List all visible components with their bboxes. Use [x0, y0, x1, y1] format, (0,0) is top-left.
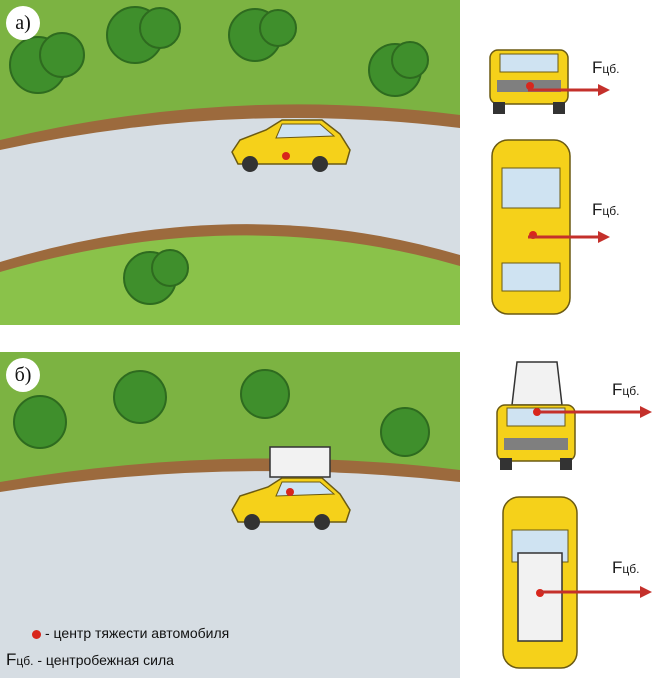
car	[231, 446, 351, 530]
center-of-gravity-dot	[282, 152, 290, 160]
centrifugal-force-arrow	[540, 586, 652, 598]
force-label: Fцб.	[612, 558, 640, 577]
panel-label: б)	[6, 358, 40, 392]
force-label: Fцб.	[592, 200, 620, 219]
center-of-gravity-dot	[32, 629, 41, 639]
grass	[0, 235, 460, 325]
centrifugal-force-arrow	[528, 231, 610, 243]
road-scene-a	[0, 0, 460, 325]
bush	[13, 369, 430, 457]
car	[231, 119, 351, 172]
scene-panel-a: а)	[0, 0, 460, 325]
bush	[9, 6, 429, 305]
legend-centrifugal-force: Fцб. - центробежная сила	[6, 650, 174, 669]
roof-load	[269, 446, 331, 478]
centrifugal-force-arrow	[540, 406, 652, 418]
legend-center-of-gravity: - центр тяжести автомобиля	[8, 625, 229, 641]
car-rear-view-a	[485, 40, 575, 115]
force-label: Fцб.	[612, 380, 640, 399]
centrifugal-force-arrow	[528, 84, 610, 96]
car-top-view-b	[500, 495, 580, 670]
force-label: Fцб.	[592, 58, 620, 77]
car-rear-view-b	[492, 360, 582, 472]
car-top-view-a	[488, 138, 574, 316]
road	[0, 471, 460, 678]
panel-label: а)	[6, 6, 40, 40]
center-of-gravity-dot	[286, 488, 294, 496]
road-scene-b	[0, 352, 460, 678]
scene-panel-b: б)	[0, 352, 460, 678]
